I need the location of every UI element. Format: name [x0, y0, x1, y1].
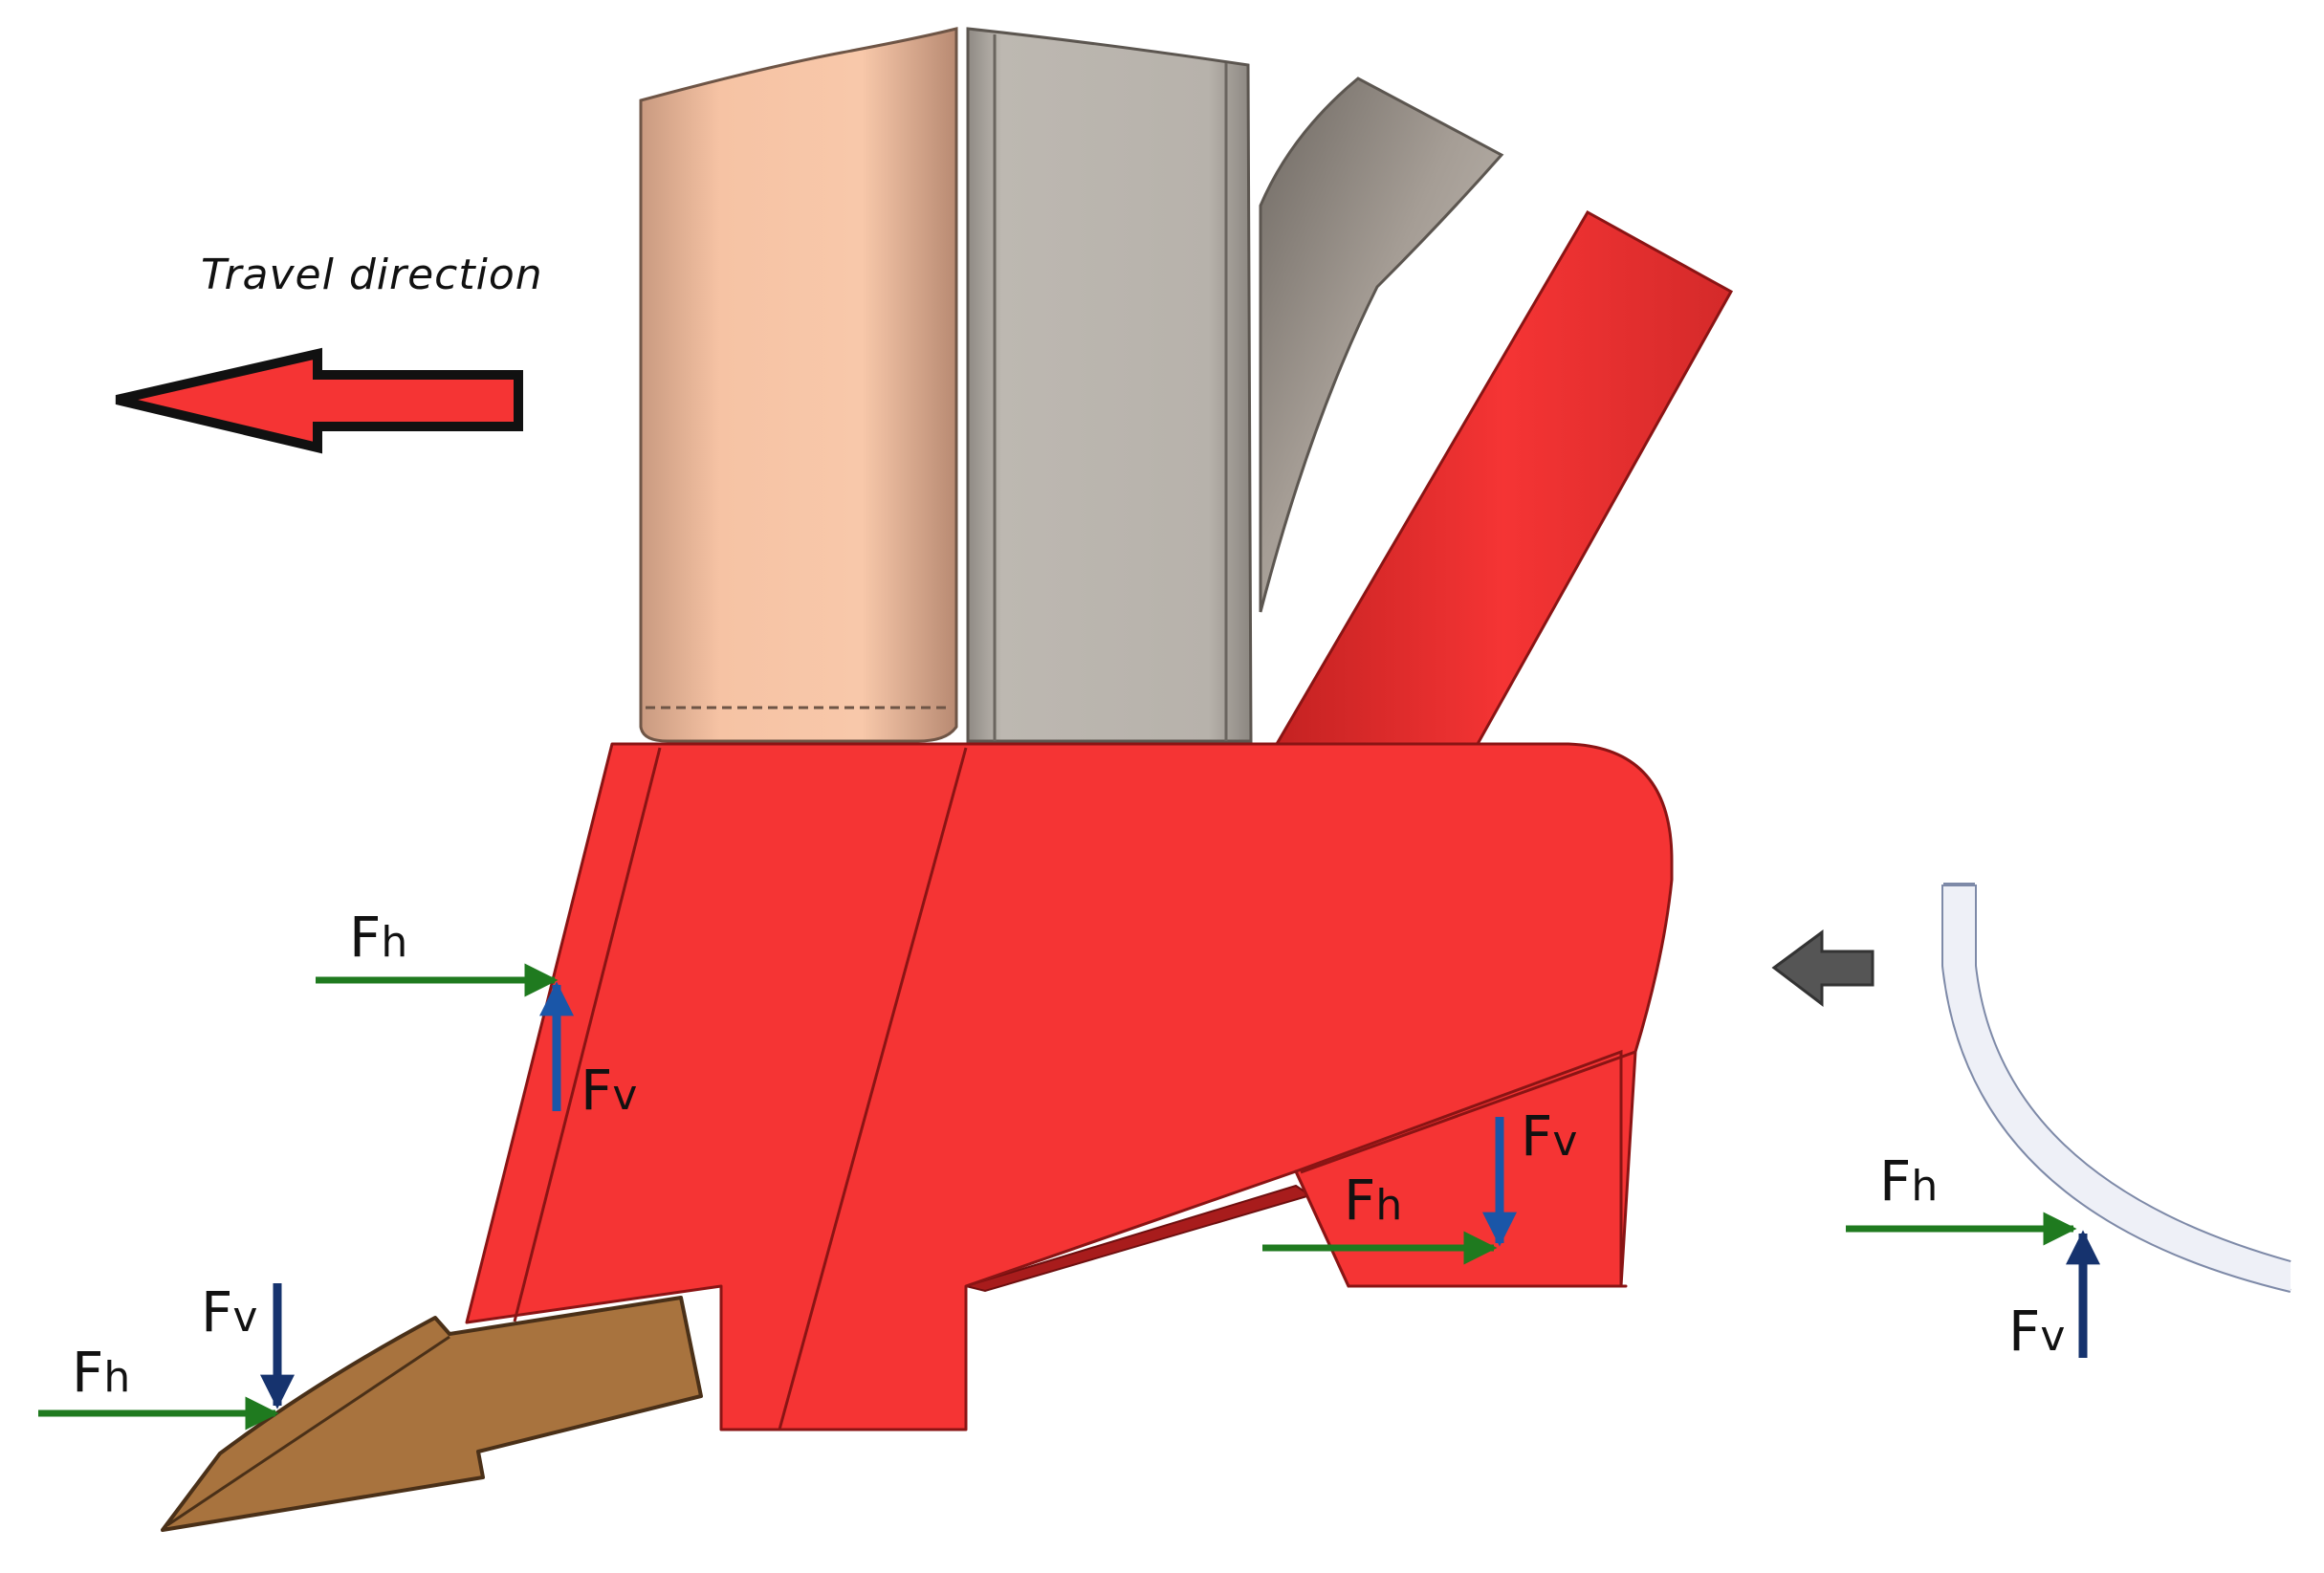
soil-share [161, 1296, 703, 1532]
travel-direction-label: Travel direction [201, 251, 543, 299]
press-wheel-fill [1943, 885, 2291, 1291]
label-fv-front: Fv [581, 1058, 637, 1123]
seed-chute [1259, 76, 1504, 613]
travel-direction-arrow [115, 347, 523, 454]
label-fh-skid: Fh [1344, 1168, 1402, 1233]
label-fh-front: Fh [349, 905, 407, 970]
wheel-travel-arrow [1771, 929, 1875, 1008]
shank-seam-mid [778, 747, 968, 1431]
label-fv-skid: Fv [1521, 1103, 1577, 1169]
label-fv-share: Fv [201, 1279, 257, 1344]
label-fh-share: Fh [72, 1340, 130, 1405]
share-edge [166, 1335, 450, 1527]
frame-column [966, 27, 1253, 743]
label-fh-wheel: Fh [1879, 1148, 1938, 1213]
shank-seam-front [513, 747, 662, 1322]
label-fv-wheel: Fv [2008, 1299, 2065, 1364]
shank-seam-skid [1300, 1050, 1636, 1174]
seed-hopper-tube [639, 27, 958, 743]
